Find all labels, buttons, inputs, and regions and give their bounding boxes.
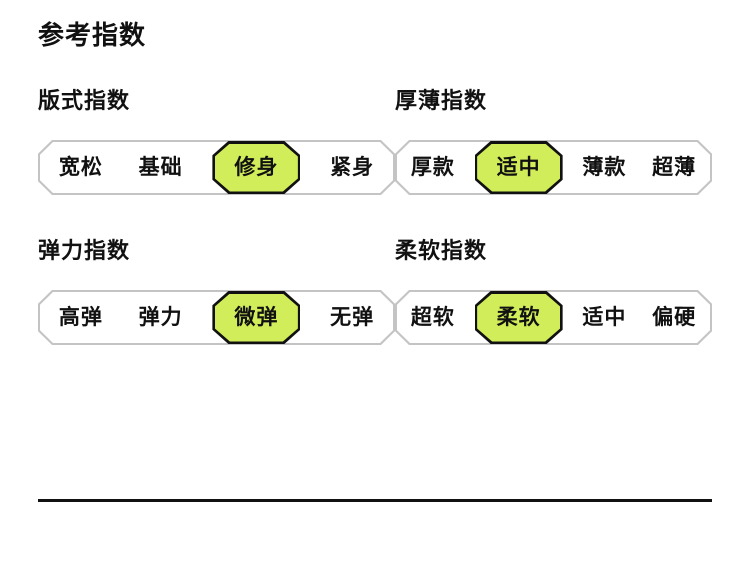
scale-option-fit-1[interactable]: 基础 — [133, 157, 189, 178]
capsule-options: 超软 柔软 适中 偏硬 — [395, 290, 712, 345]
scale-option-label: 基础 — [138, 156, 183, 179]
bottom-divider — [38, 499, 712, 502]
scale-option-thickness-3[interactable]: 超薄 — [646, 157, 702, 178]
scale-option-elasticity-2-selected[interactable]: 微弹 — [212, 291, 300, 344]
section-title-softness: 柔软指数 — [395, 238, 488, 263]
scale-option-fit-3[interactable]: 紧身 — [324, 157, 380, 178]
selected-pill-fill — [215, 144, 298, 192]
scale-option-thickness-0[interactable]: 厚款 — [405, 157, 461, 178]
capsule-options: 宽松 基础 修身 紧身 — [38, 140, 395, 195]
scale-option-thickness-1-selected[interactable]: 适中 — [475, 141, 563, 194]
selected-pill-fill — [477, 144, 560, 192]
scale-option-softness-3[interactable]: 偏硬 — [646, 307, 702, 328]
selected-pill-fill — [477, 294, 560, 342]
scale-option-label: 厚款 — [410, 156, 455, 179]
index-sections-grid: 版式指数 宽松 基础 修身 紧 — [38, 90, 712, 345]
scale-option-label: 修身 — [234, 156, 279, 179]
scale-option-softness-2[interactable]: 适中 — [576, 307, 632, 328]
capsule-options: 高弹 弹力 微弹 无弹 — [38, 290, 395, 345]
scale-option-label: 适中 — [496, 156, 541, 179]
scale-option-label: 紧身 — [330, 156, 375, 179]
scale-option-fit-2-selected[interactable]: 修身 — [212, 141, 300, 194]
scale-option-label: 偏硬 — [652, 306, 697, 329]
scale-option-label: 弹力 — [138, 306, 183, 329]
section-title-fit: 版式指数 — [38, 88, 131, 113]
scale-option-label: 宽松 — [58, 156, 103, 179]
scale-option-elasticity-1[interactable]: 弹力 — [133, 307, 189, 328]
scale-option-elasticity-0[interactable]: 高弹 — [53, 307, 109, 328]
scale-selector-softness[interactable]: 超软 柔软 适中 偏硬 — [395, 290, 712, 345]
scale-selector-elasticity[interactable]: 高弹 弹力 微弹 无弹 — [38, 290, 395, 345]
selected-pill-fill — [215, 294, 298, 342]
scale-option-label: 无弹 — [330, 306, 375, 329]
page-title: 参考指数 — [38, 20, 147, 50]
section-title-thickness: 厚薄指数 — [395, 88, 488, 113]
section-softness-index: 柔软指数 超软 柔软 适中 偏 — [395, 240, 712, 345]
scale-option-label: 薄款 — [582, 156, 627, 179]
scale-selector-thickness[interactable]: 厚款 适中 薄款 超薄 — [395, 140, 712, 195]
scale-selector-fit[interactable]: 宽松 基础 修身 紧身 — [38, 140, 395, 195]
scale-option-label: 微弹 — [234, 306, 279, 329]
scale-option-softness-1-selected[interactable]: 柔软 — [475, 291, 563, 344]
section-fit-index: 版式指数 宽松 基础 修身 紧 — [38, 90, 395, 240]
scale-option-fit-0[interactable]: 宽松 — [53, 157, 109, 178]
section-elasticity-index: 弹力指数 高弹 弹力 微弹 无 — [38, 240, 395, 345]
scale-option-label: 适中 — [582, 306, 627, 329]
scale-option-label: 高弹 — [58, 306, 103, 329]
scale-option-thickness-2[interactable]: 薄款 — [576, 157, 632, 178]
scale-option-elasticity-3[interactable]: 无弹 — [324, 307, 380, 328]
section-title-elasticity: 弹力指数 — [38, 238, 131, 263]
capsule-options: 厚款 适中 薄款 超薄 — [395, 140, 712, 195]
scale-option-label: 超软 — [410, 306, 455, 329]
scale-option-softness-0[interactable]: 超软 — [405, 307, 461, 328]
scale-option-label: 柔软 — [496, 306, 541, 329]
section-thickness-index: 厚薄指数 厚款 适中 薄款 超 — [395, 90, 712, 240]
scale-option-label: 超薄 — [652, 156, 697, 179]
